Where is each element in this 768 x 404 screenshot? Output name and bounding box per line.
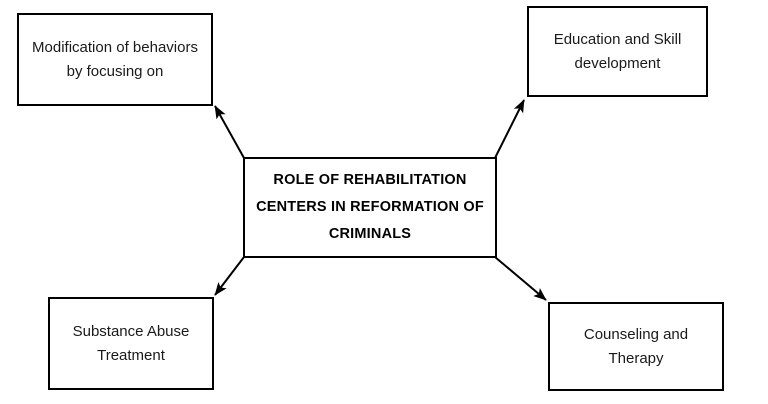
connector-center-to-top-left: [214, 105, 245, 159]
connector-center-to-bottom-right: [494, 256, 547, 301]
node-counseling-and-therapy[interactable]: Counseling and Therapy: [548, 302, 724, 391]
node-label: Counseling and Therapy: [583, 326, 689, 367]
node-role-of-rehabilitation-centers[interactable]: ROLE OF REHABILITATION CENTERS IN REFORM…: [243, 157, 497, 258]
node-label: Education and Skill development: [553, 31, 682, 72]
node-substance-abuse-treatment[interactable]: Substance Abuse Treatment: [48, 297, 214, 390]
node-modification-of-behaviors[interactable]: Modification of behaviors by focusing on: [17, 13, 213, 106]
node-label: Modification of behaviors by focusing on: [32, 39, 198, 80]
center-node-label: ROLE OF REHABILITATION CENTERS IN REFORM…: [256, 172, 484, 242]
connector-center-to-top-right: [494, 99, 525, 159]
node-education-and-skill-development[interactable]: Education and Skill development: [527, 6, 708, 97]
node-label: Substance Abuse Treatment: [72, 323, 190, 364]
connector-center-to-bottom-left: [214, 256, 245, 296]
